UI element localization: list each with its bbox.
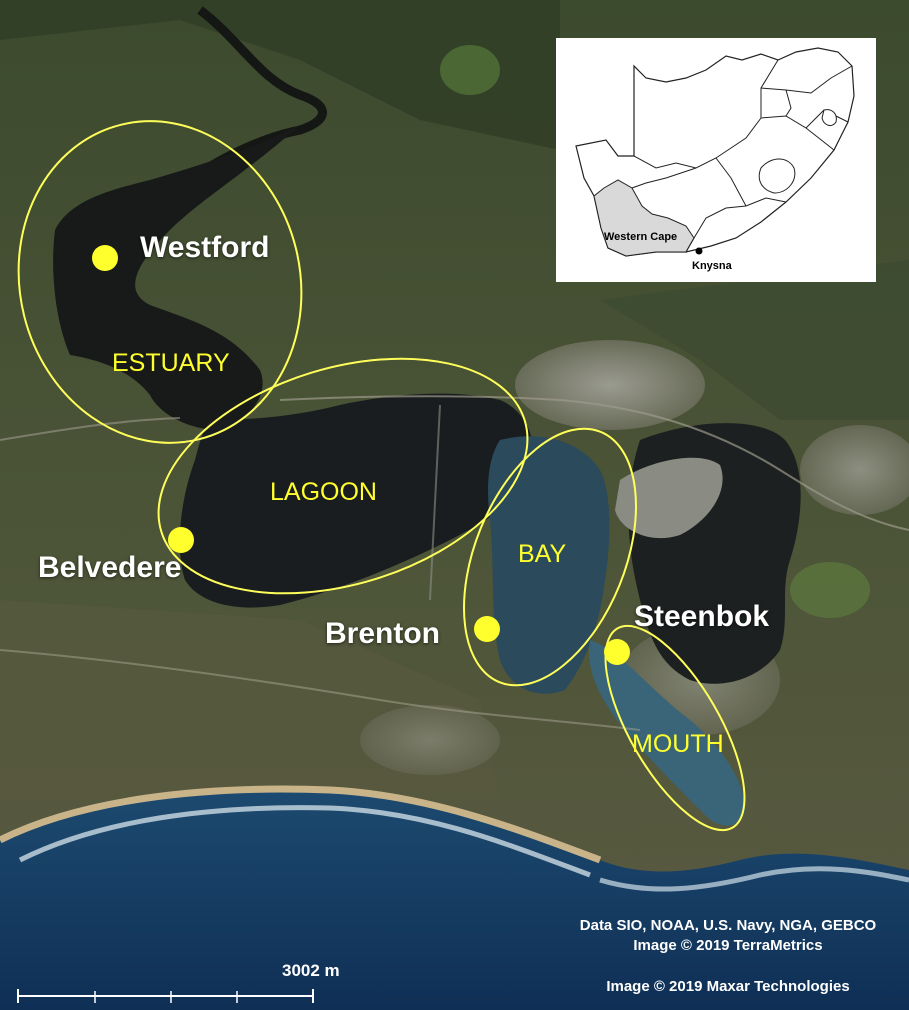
brenton-site-marker[interactable] (474, 616, 500, 642)
south-africa-outline (575, 47, 855, 257)
brenton-label: Brenton (325, 617, 440, 650)
belvedere-label: Belvedere (38, 551, 182, 584)
knysna-label: Knysna (692, 260, 732, 272)
knysna-location-marker (695, 247, 703, 255)
steenbok-label: Steenbok (634, 600, 770, 633)
maxar-attribution: Image © 2019 Maxar Technologies (606, 978, 850, 995)
estuary-zone-outline (17, 120, 303, 444)
south-africa-inset-map: Western Cape Knysna (556, 38, 876, 282)
scale-bar-label: 3002 m (282, 961, 340, 980)
mouth-zone-outline (604, 624, 746, 832)
bay-label: BAY (518, 540, 567, 568)
western-cape-label: Western Cape (604, 231, 678, 243)
mouth-label: MOUTH (632, 730, 724, 758)
data-attribution: Data SIO, NOAA, U.S. Navy, NGA, GEBCO (579, 917, 877, 934)
estuary-label: ESTUARY (112, 349, 230, 377)
scale-bar (17, 989, 314, 1003)
lagoon-label: LAGOON (270, 478, 377, 506)
belvedere-site-marker[interactable] (168, 527, 194, 553)
westford-label: Westford (140, 231, 270, 264)
western-cape-province (593, 179, 695, 257)
lagoon-zone-outline (157, 357, 529, 595)
steenbok-site-marker[interactable] (604, 639, 630, 665)
westford-site-marker[interactable] (92, 245, 118, 271)
bay-zone-outline (463, 427, 637, 687)
terrametrics-attribution: Image © 2019 TerraMetrics (633, 937, 823, 954)
